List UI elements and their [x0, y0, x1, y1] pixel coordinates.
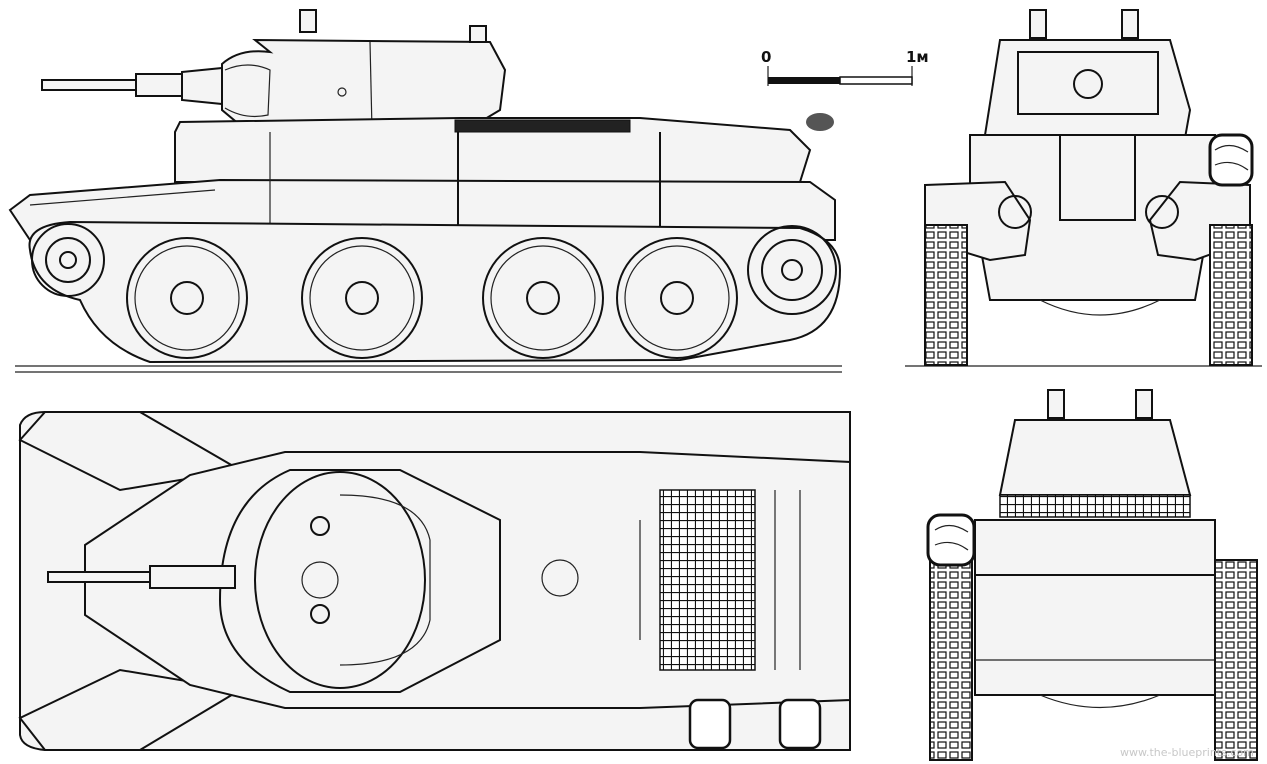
scale-start-label: 0 — [761, 48, 771, 66]
side-view — [8, 9, 842, 373]
scale-end-label: 1м — [906, 48, 929, 66]
front-view — [905, 9, 1262, 367]
watermark-text: www.the-blueprints.com — [1120, 746, 1254, 759]
rear-view — [926, 389, 1258, 761]
top-view — [18, 411, 851, 751]
scale-bar: 0 1м — [761, 48, 929, 86]
road-wheels — [126, 237, 738, 359]
